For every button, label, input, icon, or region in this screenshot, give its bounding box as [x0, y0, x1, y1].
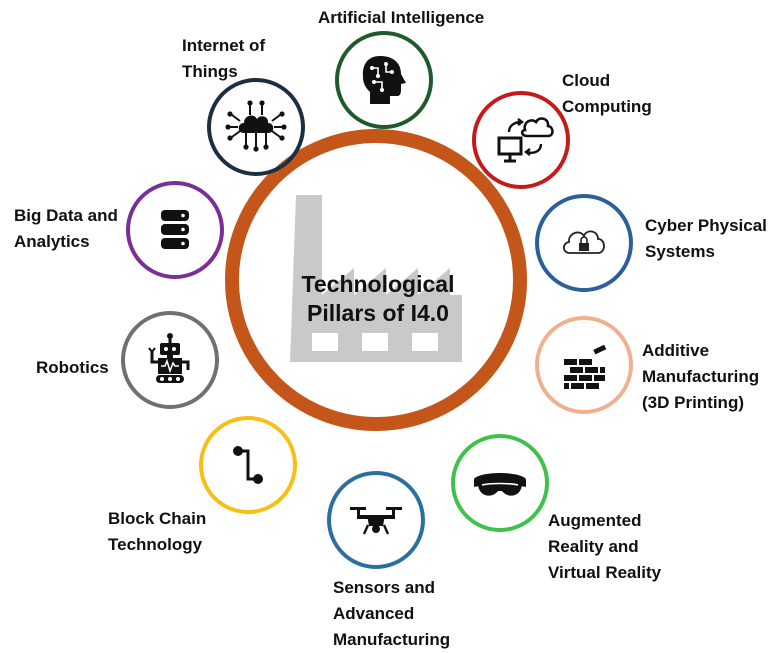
- label-big-data: Big Data and Analytics: [14, 206, 118, 251]
- label-ar-vr: Augmented Reality and Virtual Reality: [548, 511, 662, 582]
- pillar-circle-blockchain: [199, 416, 297, 514]
- pillar-circle-sensors: [327, 471, 425, 569]
- cloud-lock-icon: [562, 230, 605, 254]
- pillar-circle-cyber-physical: [535, 194, 633, 292]
- factory-icon: [290, 195, 462, 362]
- label-cyber-physical: Cyber Physical Systems: [645, 216, 767, 261]
- pillar-circle-robotics: [121, 311, 219, 409]
- pillar-circle-additive-manufacturing: [535, 316, 633, 414]
- label-iot: Internet of Things: [182, 36, 266, 81]
- pillar-circle-iot: [207, 78, 305, 176]
- label-cloud-computing: Cloud Computing: [562, 71, 652, 116]
- robot-icon: [148, 333, 190, 383]
- pillar-circle-big-data: [126, 181, 224, 279]
- label-sensors: Sensors and Advanced Manufacturing: [333, 578, 451, 649]
- label-additive-manufacturing: Additive Manufacturing (3D Printing): [642, 341, 760, 412]
- ai-head-icon: [362, 56, 406, 104]
- database-icon: [161, 210, 189, 249]
- blockchain-icon: [233, 446, 263, 484]
- drone-icon: [350, 507, 402, 535]
- iot-cloud-icon: [225, 100, 287, 152]
- pillar-circle-cloud-computing: [472, 91, 570, 189]
- vr-headset-icon: [474, 473, 526, 496]
- label-blockchain: Block Chain Technology: [108, 509, 207, 554]
- label-robotics: Robotics: [36, 358, 109, 377]
- pillar-circle-ai: [335, 31, 433, 129]
- 3d-printing-icon: [564, 344, 607, 389]
- center-title: Technological Pillars of I4.0: [301, 271, 455, 326]
- pillar-circle-ar-vr: [451, 434, 549, 532]
- cloud-computing-icon: [497, 117, 554, 163]
- label-ai: Artificial Intelligence: [318, 8, 485, 27]
- center-ring: [225, 129, 527, 431]
